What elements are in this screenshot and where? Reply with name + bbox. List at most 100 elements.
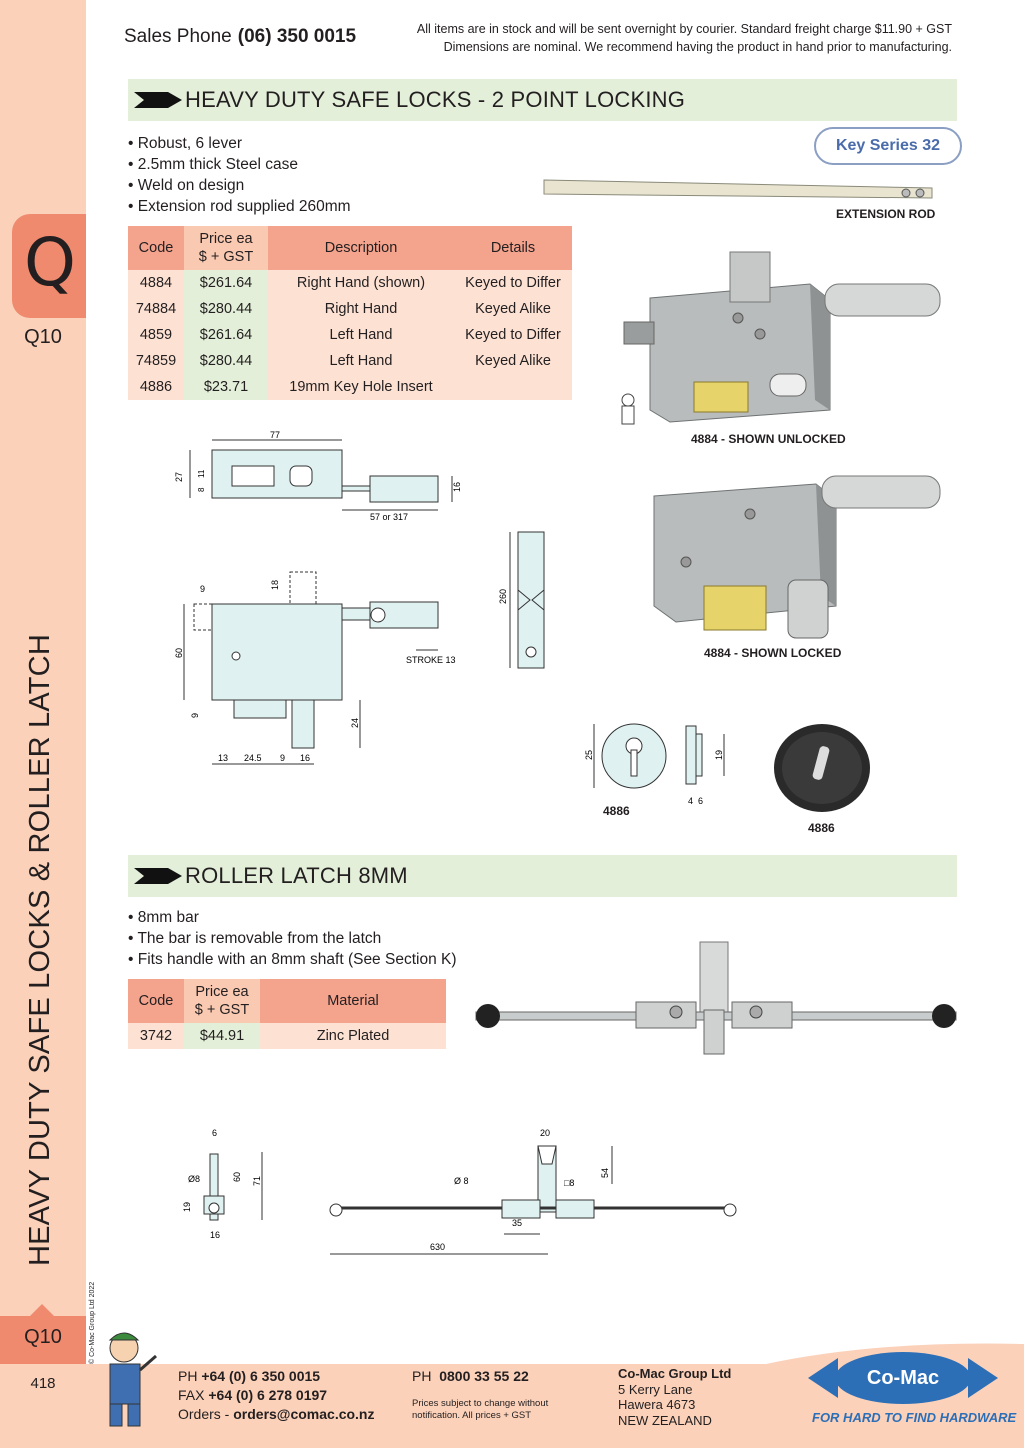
cell-code: 4884 [128,270,184,296]
sales-phone: Sales Phone(06) 350 0015 [124,26,356,48]
svg-text:16: 16 [300,753,310,763]
header-material: Material [260,979,446,1023]
footer-fax-line: FAX +64 (0) 6 278 0197 [178,1386,375,1405]
svg-text:19: 19 [714,750,724,760]
address-line: 5 Kerry Lane [618,1381,693,1397]
bottom-section-tab: Q10 [0,1304,86,1364]
svg-text:18: 18 [270,580,280,590]
header-price-line1: Price ea [199,231,253,247]
svg-text:77: 77 [270,430,280,440]
cell-price: $23.71 [184,374,268,400]
footer-disclaimer: Prices subject to change without notific… [412,1398,548,1422]
table-header-row: Code Price ea $ + GST Material [128,979,446,1023]
section-bar-roller-latch: ROLLER LATCH 8MM [128,855,957,897]
footer-phone[interactable]: +64 (0) 6 350 0015 [201,1368,321,1384]
cell-details [454,374,572,400]
cell-description: Right Hand [268,296,454,322]
svg-text:STROKE 13: STROKE 13 [406,655,456,665]
caption-shown-locked: 4884 - SHOWN LOCKED [704,646,842,660]
cell-price: $261.64 [184,322,268,348]
key-hole-insert-drawing: 25 19 4 6 [584,723,725,806]
svg-text:□8: □8 [564,1178,574,1188]
cell-price: $44.91 [184,1023,260,1049]
table-row: 4859 $261.64 Left Hand Keyed to Differ [128,322,572,348]
svg-text:54: 54 [600,1168,610,1178]
roller-latch-price-table: Code Price ea $ + GST Material 3742 $44.9… [128,979,446,1049]
svg-text:19: 19 [182,1202,192,1212]
mascot-small-icon [621,393,635,425]
section-title-safe-locks: HEAVY DUTY SAFE LOCKS - 2 POINT LOCKING [185,87,686,112]
disclaimer-line-1: Prices subject to change without [412,1398,549,1409]
sales-phone-number[interactable]: (06) 350 0015 [237,26,357,47]
cell-description: 19mm Key Hole Insert [268,374,454,400]
header-code: Code [128,979,184,1023]
arrow-icon [134,92,182,108]
ph2-label: PH [412,1368,432,1384]
footer-freephone-number[interactable]: 0800 33 55 22 [439,1368,529,1384]
page-number: 418 [30,1375,56,1392]
footer-fax: +64 (0) 6 278 0197 [208,1387,328,1403]
lock-front-view-drawing: 60 9 18 9 24 13 24.5 9 16 STROKE 13 [174,571,456,765]
svg-text:16: 16 [452,482,462,492]
address-line: Hawera 4673 [618,1397,696,1412]
lock-top-view-drawing: 77 27 11 8 16 57 or 317 [174,430,462,522]
feature-item: Fits handle with an 8mm shaft (See Secti… [128,949,457,970]
feature-item: Weld on design [128,175,351,196]
table-row: 4884 $261.64 Right Hand (shown) Keyed to… [128,270,572,296]
svg-text:6: 6 [698,796,703,806]
cell-details: Keyed to Differ [454,322,572,348]
svg-text:20: 20 [540,1128,550,1138]
tagline: FOR HARD TO FIND HARDWARE [812,1410,1017,1425]
table-header-row: Code Price ea$ + GST Description Details [128,226,572,270]
comac-logo[interactable]: Co-Mac [808,1350,998,1406]
table-row: 3742 $44.91 Zinc Plated [128,1023,446,1049]
roller-latch-image [475,941,957,1055]
svg-text:13: 13 [218,753,228,763]
footer-freephone: PH 0800 33 55 22 [412,1367,529,1386]
section-tab[interactable]: Q [12,214,86,318]
lock-locked-image [653,475,941,639]
disclaimer-line-2: notification. All prices + GST [412,1410,532,1421]
cell-description: Left Hand [268,348,454,374]
header-description: Description [268,226,454,270]
svg-text:57 or 317: 57 or 317 [370,512,408,522]
bottom-section-code: Q10 [24,1326,62,1348]
svg-text:9: 9 [280,753,285,763]
section-tab-letter: Q [24,224,76,301]
cell-material: Zinc Plated [260,1023,446,1049]
notice-line-1: All items are in stock and will be sent … [416,22,952,36]
svg-text:9: 9 [190,713,200,718]
cell-code: 74859 [128,348,184,374]
cell-price: $261.64 [184,270,268,296]
cell-description: Right Hand (shown) [268,270,454,296]
cell-description: Left Hand [268,322,454,348]
svg-text:60: 60 [174,648,184,658]
cell-price: $280.44 [184,296,268,322]
svg-text:6: 6 [212,1128,217,1138]
feature-item: 8mm bar [128,907,457,928]
svg-text:9: 9 [200,584,205,594]
svg-text:8: 8 [197,487,206,492]
header-price-line1: Price ea [195,984,249,1000]
header-price-line2: $ + GST [194,1002,250,1018]
address-line: NEW ZEALAND [618,1412,712,1428]
sales-label: Sales Phone [124,26,232,47]
caption-insert-photo: 4886 [808,821,835,835]
svg-text:630: 630 [430,1242,445,1252]
footer-orders-email[interactable]: orders@comac.co.nz [233,1406,375,1422]
cell-details: Keyed to Differ [454,270,572,296]
cell-code: 4859 [128,322,184,348]
cell-code: 4886 [128,374,184,400]
feature-item: Extension rod supplied 260mm [128,196,351,217]
table-row: 4886 $23.71 19mm Key Hole Insert [128,374,572,400]
feature-item: 2.5mm thick Steel case [128,154,351,175]
roller-latch-side-drawing: 6 Ø8 60 71 19 16 [182,1128,263,1240]
cell-code: 74884 [128,296,184,322]
svg-text:71: 71 [252,1176,262,1186]
caption-shown-unlocked: 4884 - SHOWN UNLOCKED [691,432,846,446]
roller-latch-features: 8mm bar The bar is removable from the la… [128,907,457,970]
arrow-icon [134,868,182,884]
header-price: Price ea $ + GST [184,979,260,1023]
section-code: Q10 [24,326,62,348]
vertical-page-title: HEAVY DUTY SAFE LOCKS & ROLLER LATCH [24,634,56,1266]
